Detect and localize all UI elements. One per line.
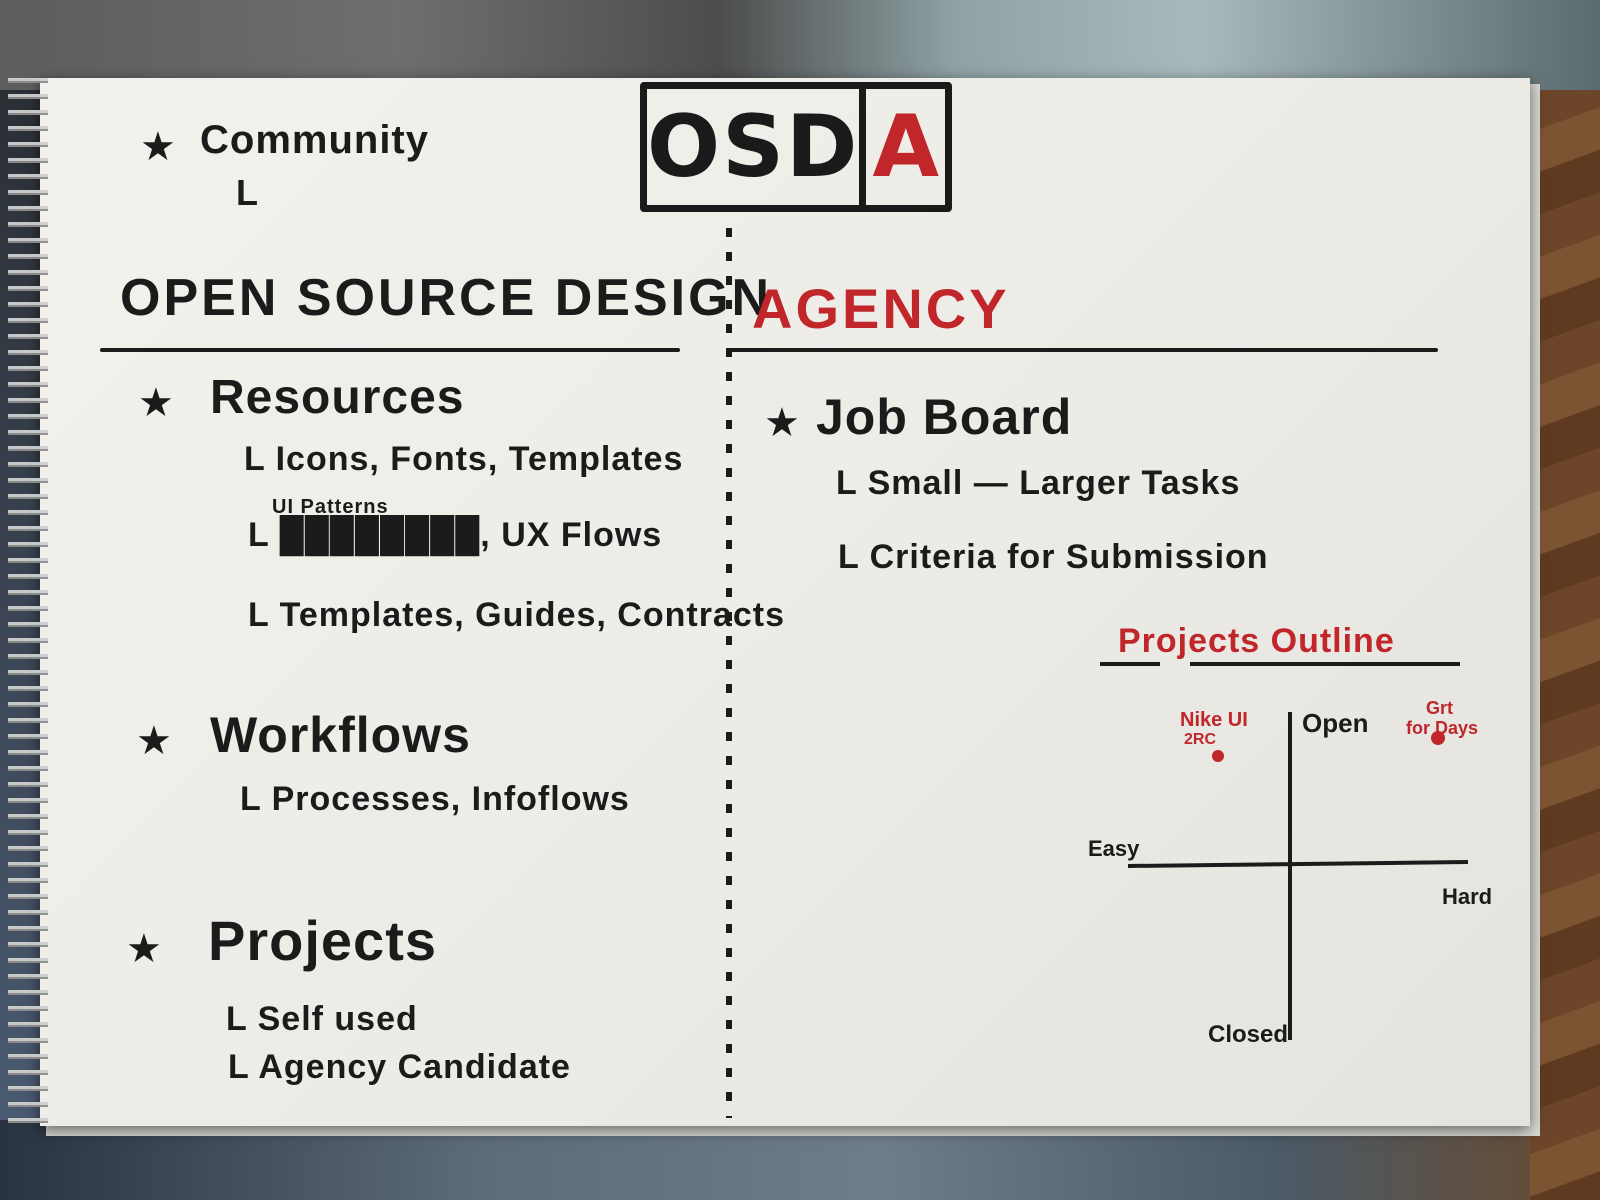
point-nike-ui [1212, 750, 1224, 762]
dotted-divider [726, 228, 732, 1118]
projects-item: L Agency Candidate [228, 1048, 571, 1086]
projects-star-icon: ★ [126, 926, 163, 972]
projects-item: L Self used [226, 1000, 418, 1038]
logo-a-text: A [859, 89, 945, 205]
job-board-star-icon: ★ [764, 400, 801, 446]
community-star-icon: ★ [140, 124, 177, 170]
workflows-item: L Processes, Infoflows [240, 780, 630, 818]
job-board-item: L Criteria for Submission [838, 538, 1269, 576]
quadrant-horizontal-axis [1127, 860, 1469, 868]
point-label-nike-ui: Nike UI [1180, 709, 1248, 731]
axis-label-open: Open [1302, 708, 1368, 738]
osda-logo: OSD A [640, 82, 952, 212]
axis-label-closed: Closed [1208, 1021, 1288, 1048]
background-fabric-top [0, 0, 1600, 90]
axis-label-hard: Hard [1442, 884, 1492, 909]
left-heading-underline [100, 348, 680, 352]
resources-item: L Icons, Fonts, Templates [244, 440, 684, 478]
resources-item-annotation: UI Patterns [272, 496, 389, 518]
open-source-design-heading: OPEN SOURCE DESIGN [120, 269, 773, 327]
projects-outline-title: Projects Outline [1118, 622, 1395, 660]
resources-item: L ████████, UX Flows [248, 516, 663, 554]
resources-star-icon: ★ [138, 380, 175, 426]
background-wood-floor [1530, 90, 1600, 1200]
workflows-star-icon: ★ [136, 718, 173, 764]
axis-label-easy: Easy [1088, 836, 1140, 861]
community-label: Community [200, 118, 429, 162]
logo-osd-text: OSD [647, 97, 860, 197]
point-label-nike-ui-sub: 2RC [1184, 731, 1216, 748]
community-sub-marker: L [236, 172, 259, 213]
sketchpad-page [40, 78, 1530, 1126]
projects-outline-quadrant: Open Closed Easy Hard Nike UI 2RC Grt fo… [1088, 662, 1492, 1048]
spiral-binding [8, 70, 48, 1130]
point-label-grt: Grt [1426, 698, 1453, 718]
point-label-grt-sub: for Days [1406, 718, 1478, 738]
job-board-item: L Small — Larger Tasks [836, 464, 1241, 502]
right-heading-underline [730, 348, 1438, 352]
workflows-title: Workflows [210, 707, 471, 763]
point-grt [1431, 731, 1445, 745]
projects-title: Projects [208, 909, 437, 972]
resources-title: Resources [210, 371, 465, 424]
job-board-title: Job Board [816, 389, 1073, 445]
agency-heading: AGENCY [752, 277, 1010, 340]
resources-item: L Templates, Guides, Contracts [248, 596, 785, 634]
